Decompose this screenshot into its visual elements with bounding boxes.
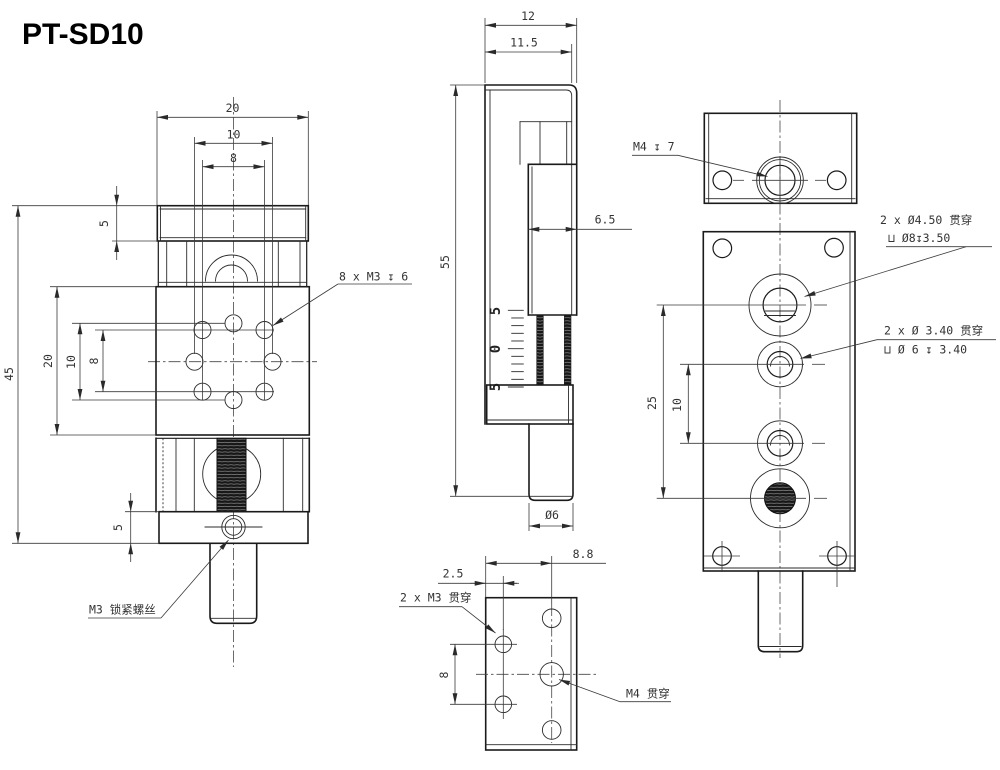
side-dim-knob-text: Ø6: [545, 508, 559, 522]
scale-label-5-upper: 5: [488, 307, 504, 315]
front-callout-lock-screw: M3 锁紧螺丝: [88, 539, 229, 619]
front-clamp-section: [157, 240, 308, 288]
side-dim-11-5-text: 11.5: [510, 36, 538, 50]
side-screw-thread-right: [563, 314, 572, 386]
front-dim-8-left: 8: [87, 357, 101, 364]
front-dim-height20: 20: [41, 286, 156, 436]
bottom-dim-2-5: 2.5: [438, 567, 519, 630]
front-bottom-plate: [158, 510, 309, 545]
side-dim-knob-dia: Ø6: [528, 503, 574, 531]
bottom-dim-8-8-text: 8.8: [573, 547, 594, 561]
rear-knob: [757, 570, 804, 653]
side-dim-12-text: 12: [521, 9, 535, 23]
front-view: 20 10 8 45 20: [2, 97, 412, 667]
bottom-m3-callout-text: 2 x M3 贯穿: [400, 591, 471, 605]
front-knob: [209, 542, 258, 625]
front-dim-width: 20: [156, 101, 309, 205]
front-dim-pitch10-top: 10: [194, 128, 273, 354]
bottom-dim-2-5-text: 2.5: [443, 567, 464, 581]
side-bottom-block: [485, 384, 574, 425]
side-knob: [528, 423, 574, 502]
front-dim-20-left: 20: [41, 354, 55, 368]
side-dim-55-text: 55: [438, 255, 452, 269]
front-dim-10-top: 10: [227, 128, 241, 142]
rear-dim-25-text: 25: [645, 396, 659, 410]
front-dim-height10: 10: [64, 322, 225, 401]
bottom-holes: [450, 608, 564, 740]
rear-corner-hole-br: [819, 541, 855, 587]
side-travel-scale: 5 0 5: [488, 307, 524, 391]
side-dim-11-5: 11.5: [485, 36, 573, 83]
front-dim-8-top: 8: [230, 151, 237, 165]
side-screw-thread-left: [536, 314, 544, 386]
rear-cb2-line2: ⊔ Ø 6 ↧ 3.40: [884, 343, 967, 357]
front-dim-base5: 5: [111, 493, 159, 562]
front-callout-holes: 8 x M3 ↧ 6: [272, 270, 412, 326]
side-dim-6-5: 6.5: [528, 213, 632, 232]
rear-hole-cb6-lower: [680, 420, 825, 467]
front-lock-callout-text: M3 锁紧螺丝: [89, 603, 156, 617]
bottom-view: 8.8 2.5 8 2 x M3 贯穿 M4 贯穿: [399, 547, 671, 751]
front-dim-45: 45: [2, 367, 16, 381]
rear-m4-callout-text: M4 ↧ 7: [633, 140, 675, 154]
rear-callout-cb2: 2 x Ø 3.40 贯穿 ⊔ Ø 6 ↧ 3.40: [800, 324, 996, 359]
front-top-plate: [156, 204, 310, 242]
side-outline: [484, 84, 578, 425]
rear-cb1-line1: 2 x Ø4.50 贯穿: [880, 213, 972, 227]
rear-callout-cb1: 2 x Ø4.50 贯穿 ⊔ Ø8↧3.50: [804, 213, 992, 297]
bottom-callout-m3: 2 x M3 贯穿: [399, 591, 496, 634]
bottom-plate-outline: [484, 596, 578, 751]
bottom-m4-callout-text: M4 贯穿: [626, 687, 670, 701]
front-dim-5-bottom: 5: [111, 524, 125, 531]
front-dim-10-left: 10: [64, 355, 78, 369]
front-holes-callout-text: 8 x M3 ↧ 6: [339, 270, 408, 284]
side-slider-block: [527, 163, 578, 316]
bottom-callout-m4: M4 贯穿: [558, 679, 671, 703]
rear-view: M4 ↧ 7: [632, 100, 996, 658]
side-dim-12: 12: [484, 9, 578, 83]
front-drive-section: [155, 437, 311, 513]
rear-dim-10: 10: [670, 364, 691, 444]
rear-top-block: [703, 112, 858, 205]
front-lead-screw: [216, 437, 247, 513]
scale-label-5-lower: 5: [488, 383, 504, 391]
front-main-body: [155, 285, 311, 439]
bottom-dim-8-8: 8.8: [485, 547, 606, 604]
rear-hole-cb6-upper: [680, 341, 825, 388]
page-title: PT-SD10: [22, 18, 144, 51]
front-dim-20-top: 20: [226, 101, 240, 115]
rear-callout-m4: M4 ↧ 7: [632, 140, 768, 177]
rear-cb1-line2: ⊔ Ø8↧3.50: [888, 231, 950, 245]
front-arch-inner: [215, 264, 248, 282]
side-dim-55: 55: [438, 84, 529, 497]
scale-label-0: 0: [488, 345, 504, 353]
side-dim-6-5-text: 6.5: [595, 213, 616, 227]
rear-hole-threaded: [656, 468, 827, 529]
side-view: 5 0 5 12 11.5 55: [438, 9, 632, 531]
rear-corner-hole-bl: [704, 541, 740, 572]
rear-cb2-line1: 2 x Ø 3.40 贯穿: [884, 324, 983, 338]
front-dim-pitch8-top: 8: [202, 151, 265, 400]
rear-base-body: [656, 230, 856, 587]
rear-dim-25: 25: [645, 305, 666, 499]
bottom-dim-8-text: 8: [437, 671, 451, 678]
front-dim-plate5: 5: [97, 186, 158, 260]
rear-hole-cb8: [656, 273, 827, 337]
front-dim-height45: 45: [2, 205, 159, 544]
front-arch-outer: [205, 254, 258, 282]
front-dim-height8: 8: [87, 329, 274, 393]
rear-dim-10-text: 10: [670, 398, 684, 412]
bottom-dim-8: 8: [437, 644, 458, 705]
front-dim-5-top: 5: [97, 220, 111, 227]
